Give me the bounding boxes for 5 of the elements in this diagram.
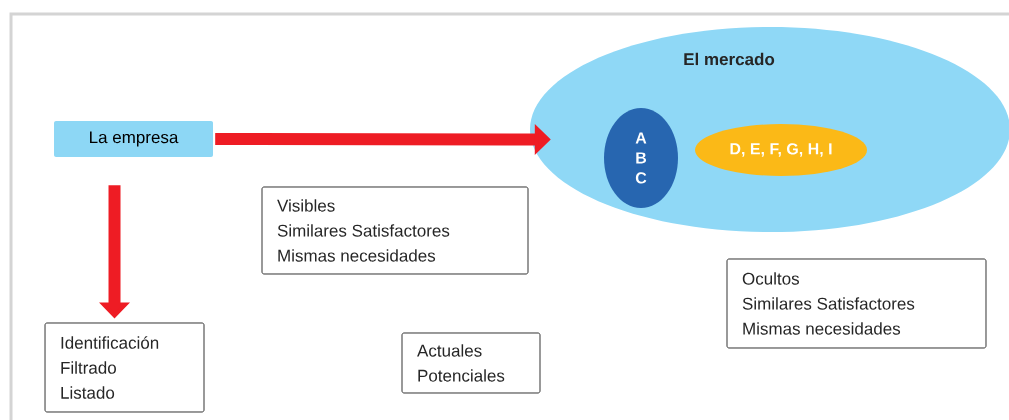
text-box: Visibles Similares Satisfactores Mismas necesidades bbox=[261, 186, 529, 275]
text-box: Actuales Potenciales bbox=[401, 332, 541, 394]
label-box: La empresa bbox=[54, 121, 213, 157]
text-box: Identificación Filtrado Listado bbox=[44, 322, 205, 413]
text-box: Ocultos Similares Satisfactores Mismas necesidades bbox=[726, 258, 987, 349]
